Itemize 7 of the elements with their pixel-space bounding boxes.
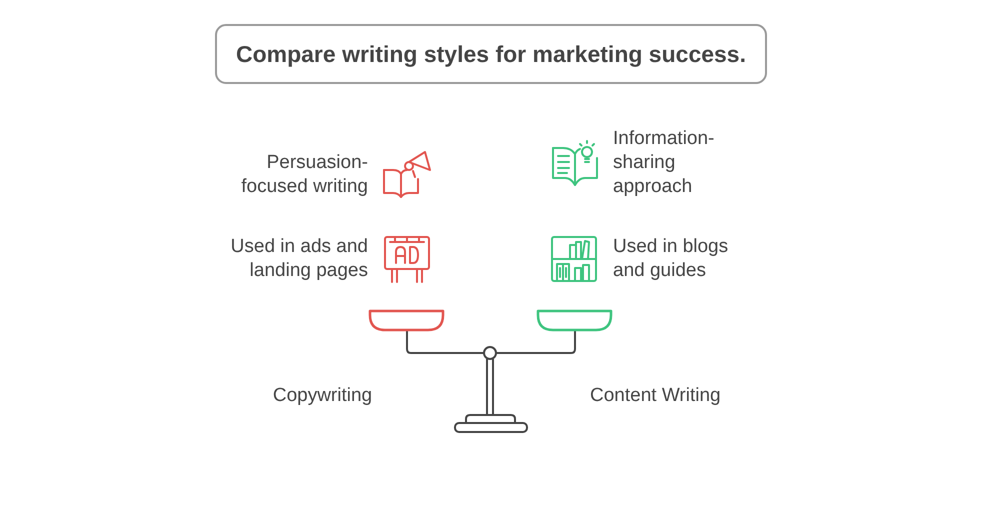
title: Compare writing styles for marketing success.: [215, 24, 767, 84]
description-text: Information-sharing approach: [613, 127, 716, 199]
category-label: Content Writing: [590, 384, 722, 408]
description-text: Persuasion-focused writing: [240, 151, 368, 199]
category-label: Copywriting: [272, 384, 374, 408]
description-text: Used in blogs and guides: [613, 235, 730, 283]
description-text: Used in ads and landing pages: [230, 235, 368, 283]
